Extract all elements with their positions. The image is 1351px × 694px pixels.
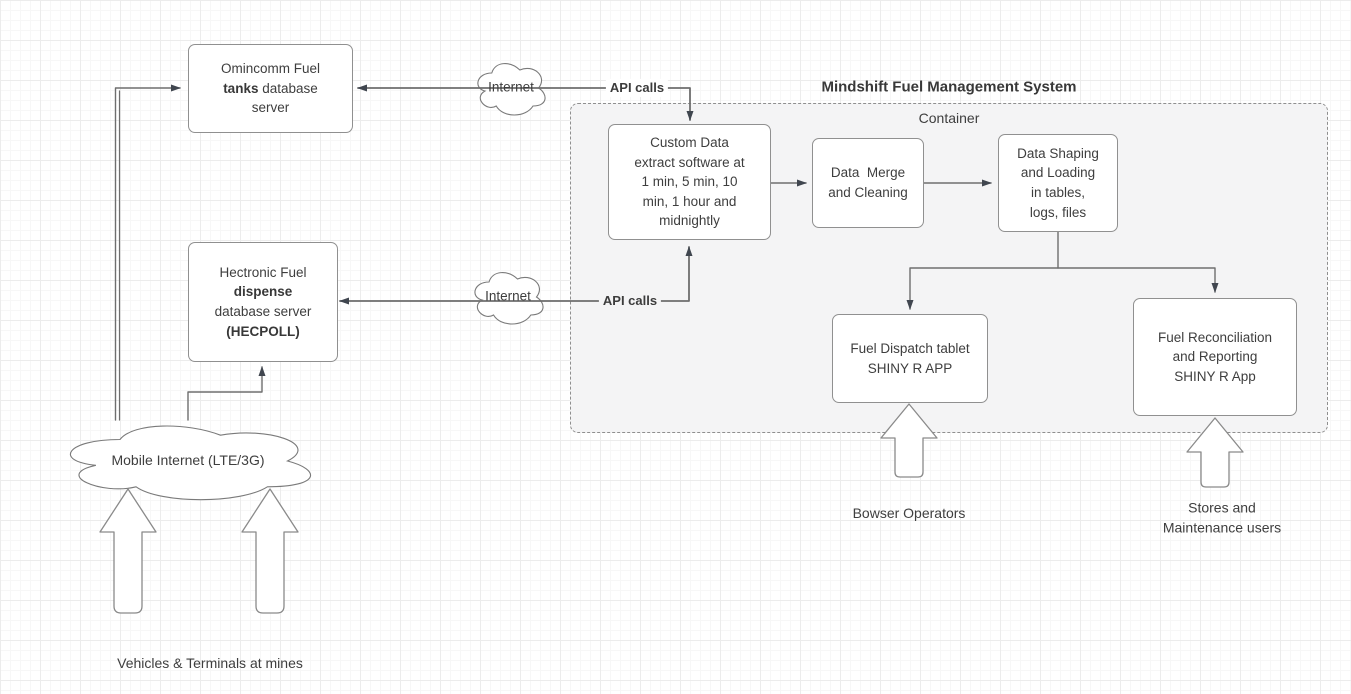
stores-maintenance-caption: Stores and Maintenance users [1162,499,1282,535]
node-data-merge-cleaning: Data Merge and Cleaning [812,138,924,228]
mobile-internet-label: Mobile Internet (LTE/3G) [111,452,265,469]
block-arrow-vehicles-right [241,488,299,614]
connector-omincomm-internet-api [357,84,694,121]
hectronic-bold-dispense: dispense [233,284,293,300]
container-label: Container [918,110,980,127]
api-calls-top-label: API calls [605,78,669,98]
hectronic-text: Hectronic Fuel [219,264,307,280]
block-arrow-bowser-operators [880,403,938,478]
vehicles-terminals-caption: Vehicles & Terminals at mines [117,655,303,672]
connector-mobile-to-hectronic [187,366,266,421]
connector-hectronic-internet-api [339,246,693,305]
connector-shaping-to-dispatch [906,230,1059,310]
hectronic-bold-hecpoll: (HECPOLL) [226,323,300,339]
node-custom-data-extract: Custom Data extract software at 1 min, 5… [608,124,771,240]
system-title: Mindshift Fuel Management System [821,78,1077,96]
node-data-shaping-loading: Data Shaping and Loading in tables, logs… [998,134,1118,232]
block-arrow-stores-users [1186,417,1244,488]
bowser-operators-caption: Bowser Operators [852,505,966,522]
node-fuel-reconciliation-app: Fuel Reconciliation and Reporting SHINY … [1133,298,1297,416]
connector-mobile-to-omincomm [114,84,181,421]
omincomm-text: Omincomm Fuel [220,61,320,77]
cloud-mobile-internet [70,426,310,500]
node-omincomm-tanks-server: Omincomm Fuel tanks database server [188,44,353,133]
node-fuel-dispatch-app: Fuel Dispatch tablet SHINY R APP [832,314,988,403]
hectronic-text-2: database server [214,304,312,319]
api-calls-bottom-label: API calls [598,291,662,311]
block-arrow-vehicles-left [99,488,157,614]
internet-top-label: Internet [488,79,534,95]
connector-shaping-to-reconciliation [1057,267,1219,293]
internet-middle-label: Internet [485,288,531,304]
node-hectronic-dispense-server: Hectronic Fuel dispense database server … [188,242,338,362]
omincomm-text-2: database server [251,80,318,116]
omincomm-bold-tanks: tanks [223,80,259,96]
